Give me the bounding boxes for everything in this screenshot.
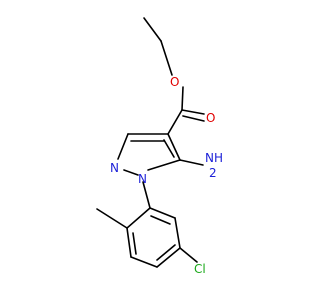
bond-c-cl	[179, 247, 198, 263]
bond-n1-phenyl	[142, 181, 151, 209]
bond-ph-c5-c6	[174, 217, 181, 249]
bond-c5-nh2	[179, 159, 204, 166]
molecule-structure: O O N N NH 2 Cl	[96, 17, 223, 276]
bond-carbonyl-double-a	[181, 109, 205, 115]
bond-ph-c4-c5-inner	[156, 244, 176, 261]
bond-ph-c1-c2	[126, 207, 151, 229]
bond-lines	[96, 17, 205, 268]
atom-o-carbonyl: O	[206, 111, 215, 125]
bond-o-carbonyl-c	[181, 86, 184, 111]
bond-c5-c4-inner	[163, 139, 175, 158]
bond-ph-c2-c3-inner	[132, 232, 137, 255]
bond-n2-n1	[123, 169, 139, 176]
bond-ph-c6-c1	[149, 207, 176, 219]
bond-carbonyl-double-b	[182, 115, 205, 122]
bond-c3-n2	[117, 133, 129, 160]
bond-n1-c5	[147, 159, 181, 171]
atom-o-ether: O	[170, 75, 179, 89]
structure-canvas: O O N N NH 2 Cl	[96, 17, 223, 276]
atom-cl: Cl	[194, 262, 206, 276]
bond-methyl	[96, 208, 128, 229]
bond-c5-c4	[167, 133, 181, 161]
atom-nh2-main: NH	[205, 151, 223, 165]
bond-carbonyl-c4	[167, 109, 183, 135]
bond-ph-c4-c5	[156, 247, 181, 268]
atom-nh2: NH	[205, 151, 223, 165]
bond-ph-c2-c3	[126, 227, 132, 258]
bond-ph-c6-c1-inner	[150, 215, 171, 225]
bond-ph-c3-c4	[130, 256, 158, 268]
bond-ethyl-ch3-ch2	[143, 17, 162, 42]
atom-n1: N	[138, 172, 147, 186]
atom-labels: O O N N NH 2 Cl	[110, 75, 223, 276]
bond-ethyl-ch2-o	[160, 40, 173, 76]
atom-nh2-subscript: 2	[209, 166, 217, 180]
atom-n2: N	[110, 161, 119, 175]
